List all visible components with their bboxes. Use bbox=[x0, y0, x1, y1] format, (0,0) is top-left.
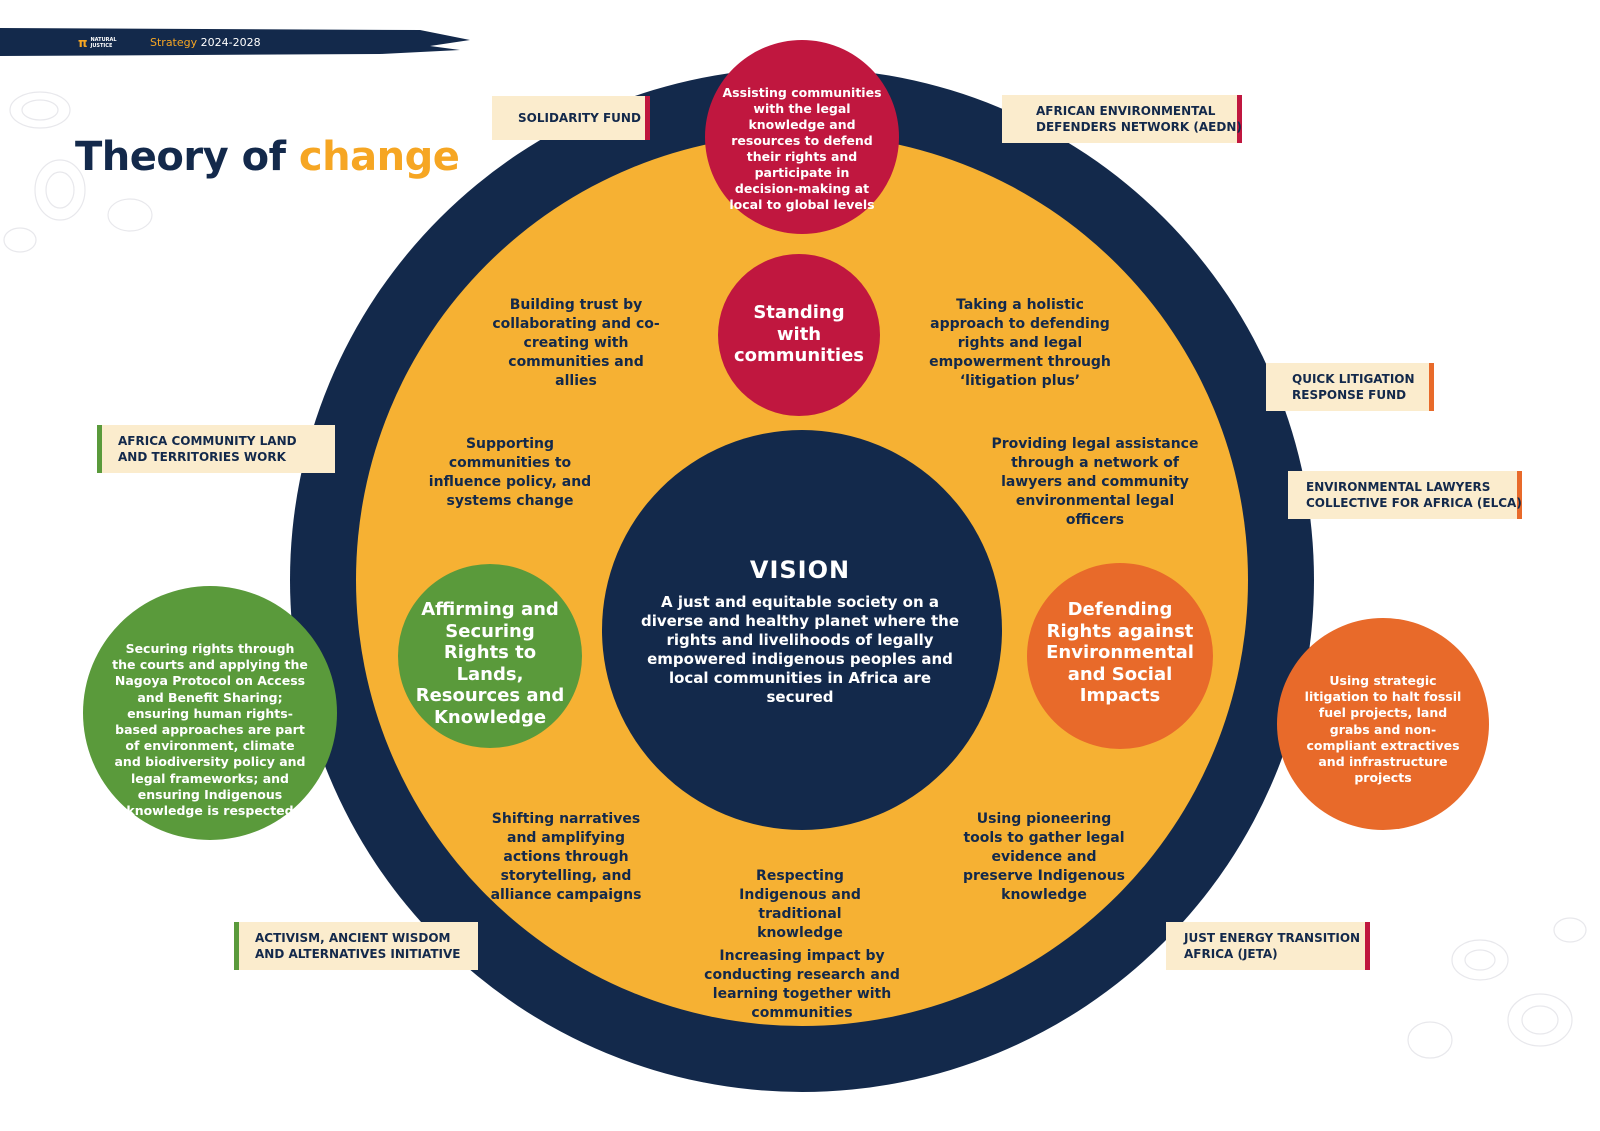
affirming-circle bbox=[398, 564, 582, 748]
tag-aedn: AFRICAN ENVIRONMENTAL DEFENDERS NETWORK … bbox=[1002, 95, 1242, 143]
defending-circle bbox=[1027, 563, 1213, 749]
pillar-standing: Standing with communities bbox=[733, 302, 865, 366]
tag-aawa-line1: ACTIVISM, ANCIENT WISDOM bbox=[255, 931, 451, 945]
tag-elca-line2: COLLECTIVE FOR AFRICA (ELCA) bbox=[1306, 496, 1522, 510]
standing-circle bbox=[718, 254, 880, 416]
pillar-defending: Defending Rights against Environmental a… bbox=[1046, 599, 1194, 706]
tag-aclt-line2: AND TERRITORIES WORK bbox=[118, 450, 286, 464]
natural-justice-logo: π NATURAL JUSTICE bbox=[78, 35, 123, 51]
tag-solidarity-fund: SOLIDARITY FUND bbox=[492, 96, 650, 140]
page-title: Theory of change bbox=[75, 134, 460, 180]
statement-assistance: Providing legal assistance through a net… bbox=[991, 436, 1199, 528]
title-part-2: change bbox=[298, 134, 460, 180]
vision-body: A just and equitable society on a divers… bbox=[640, 593, 960, 706]
top-outer-text: Assisting communities with the legal kno… bbox=[722, 85, 882, 212]
logo-text: NATURAL JUSTICE bbox=[90, 37, 117, 49]
tag-aawa-line2: AND ALTERNATIVES INITIATIVE bbox=[255, 947, 461, 961]
statement-respecting: Respecting Indigenous and traditional kn… bbox=[739, 868, 861, 941]
pillar-affirming: Affirming and Securing Rights to Lands, … bbox=[415, 599, 565, 728]
header-brush-bar bbox=[0, 28, 470, 56]
tag-quick-litigation: QUICK LITIGATION RESPONSE FUND bbox=[1266, 363, 1434, 411]
statement-research: Increasing impact by conducting research… bbox=[704, 948, 900, 1021]
statement-influence: Supporting communities to influence poli… bbox=[428, 436, 592, 509]
tag-jeta: JUST ENERGY TRANSITION AFRICA (JETA) bbox=[1166, 922, 1370, 970]
right-outer-text: Using strategic litigation to halt fossi… bbox=[1304, 673, 1462, 786]
vision-circle bbox=[602, 430, 1002, 830]
tag-qlrf-line1: QUICK LITIGATION bbox=[1292, 372, 1415, 386]
tag-aclt-line1: AFRICA COMMUNITY LAND bbox=[118, 434, 297, 448]
statement-tools: Using pioneering tools to gather legal e… bbox=[962, 811, 1126, 903]
left-outer-circle bbox=[83, 586, 337, 840]
tag-qlrf-line2: RESPONSE FUND bbox=[1292, 388, 1407, 402]
vision-title: VISION bbox=[749, 556, 851, 584]
tag-solidarity-label: SOLIDARITY FUND bbox=[518, 111, 641, 125]
title-part-1: Theory of bbox=[75, 134, 286, 180]
right-outer-circle bbox=[1277, 618, 1489, 830]
statement-narratives: Shifting narratives and amplifying actio… bbox=[490, 811, 642, 903]
tag-activism-ancient-wisdom: ACTIVISM, ANCIENT WISDOM AND ALTERNATIVE… bbox=[234, 922, 478, 970]
top-outer-circle bbox=[705, 40, 899, 234]
strategy-label: Strategy 2024-2028 bbox=[150, 36, 261, 49]
statement-trust: Building trust by collaborating and co-c… bbox=[492, 297, 660, 389]
statement-holistic: Taking a holistic approach to defending … bbox=[929, 297, 1111, 389]
logo-mark-icon: π bbox=[78, 36, 88, 50]
tag-aedn-line1: AFRICAN ENVIRONMENTAL bbox=[1036, 104, 1216, 118]
tag-elca: ENVIRONMENTAL LAWYERS COLLECTIVE FOR AFR… bbox=[1288, 471, 1522, 519]
tag-elca-line1: ENVIRONMENTAL LAWYERS bbox=[1306, 480, 1491, 494]
tag-jeta-line1: JUST ENERGY TRANSITION bbox=[1184, 931, 1361, 945]
tag-africa-community-land: AFRICA COMMUNITY LAND AND TERRITORIES WO… bbox=[97, 425, 335, 473]
tag-jeta-line2: AFRICA (JETA) bbox=[1184, 947, 1278, 961]
left-outer-text: Securing rights through the courts and a… bbox=[112, 641, 308, 819]
strategy-word: Strategy bbox=[150, 36, 198, 49]
tag-aedn-line2: DEFENDERS NETWORK (AEDN) bbox=[1036, 120, 1242, 134]
strategy-years: 2024-2028 bbox=[200, 36, 261, 49]
